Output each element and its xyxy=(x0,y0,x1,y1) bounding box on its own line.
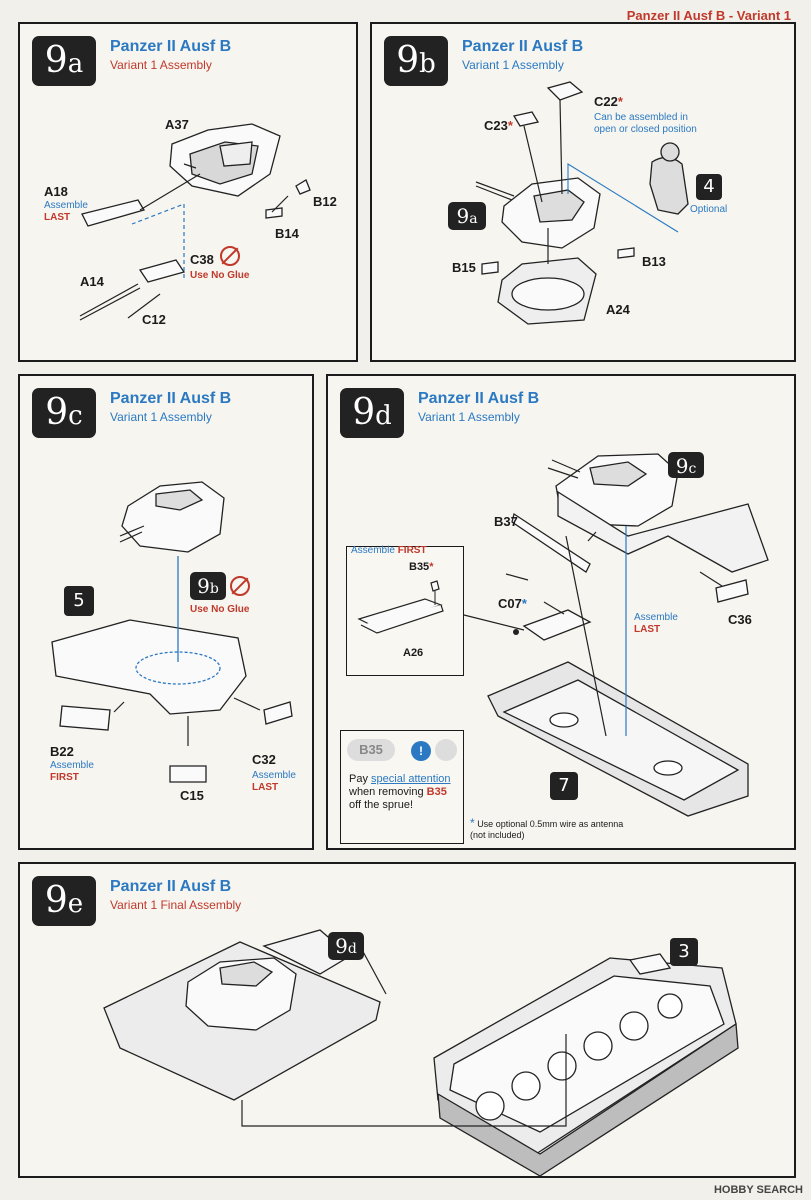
note-assemble: Assemble xyxy=(634,612,678,623)
part-label-a26: A26 xyxy=(403,647,424,659)
part-label-c36: C36 xyxy=(728,612,752,627)
part-label-b35: B35* xyxy=(409,561,434,573)
figure-optional-note: Optional xyxy=(690,204,728,215)
part-label-c12: C12 xyxy=(142,312,166,327)
panel-title: Panzer II Ausf B xyxy=(110,38,232,55)
part-label-b14: B14 xyxy=(275,226,299,241)
note-last: LAST xyxy=(44,212,71,223)
part-label-b13: B13 xyxy=(642,254,666,269)
part-label-b37: B37 xyxy=(494,514,518,529)
page-header: Panzer II Ausf B - Variant 1 xyxy=(626,8,791,23)
part-label-b12: B12 xyxy=(313,194,337,209)
panel-title: Panzer II Ausf B xyxy=(110,878,232,895)
inset-box: Assemble FIRST B35* A26 xyxy=(346,545,464,676)
panel-title: Panzer II Ausf B xyxy=(418,390,540,407)
watermark: HOBBY SEARCH xyxy=(713,1184,803,1196)
panel-subtitle: Variant 1 Assembly xyxy=(110,58,212,72)
part-label-a37: A37 xyxy=(165,117,189,132)
panel-subtitle: Variant 1 Assembly xyxy=(418,410,520,424)
sprue-stub xyxy=(435,739,457,761)
part-label-b15: B15 xyxy=(452,260,476,275)
caution-text: Pay special attention when removing B35 … xyxy=(349,773,451,811)
no-glue-note: Use No Glue xyxy=(190,604,250,615)
part-label-b22: B22 xyxy=(50,744,74,759)
note-last: LAST xyxy=(252,782,279,793)
part-label-a18: A18 xyxy=(44,184,68,199)
no-glue-icon xyxy=(230,576,250,596)
warning-icon: ! xyxy=(411,741,431,761)
turret-drawing-9a xyxy=(79,123,311,321)
panel-title: Panzer II Ausf B xyxy=(462,38,584,55)
figure-badge-4: 4 xyxy=(696,174,722,200)
figure-badge-3: 3 xyxy=(670,938,698,966)
note-first: FIRST xyxy=(50,772,79,783)
final-assembly-drawing xyxy=(103,929,739,1177)
part-label-c23: C23* xyxy=(484,118,513,133)
part-label-c32: C32 xyxy=(252,752,276,767)
panel-subtitle: Variant 1 Assembly xyxy=(110,410,212,424)
figure-badge-5: 5 xyxy=(64,586,94,616)
part-label-c15: C15 xyxy=(180,788,204,803)
caution-sprue-label: B35 xyxy=(347,739,395,761)
figure-badge-7: 7 xyxy=(550,772,578,800)
inset-title: Assemble FIRST xyxy=(351,545,427,556)
panel-subtitle: Variant 1 Final Assembly xyxy=(110,898,242,912)
no-glue-note: Use No Glue xyxy=(190,270,250,281)
caution-box: B35 ! Pay special attention when removin… xyxy=(340,730,464,844)
part-label-c38: C38 xyxy=(190,252,214,267)
part-label-c07: C07* xyxy=(498,596,527,611)
hull-drawing-9d xyxy=(459,453,769,817)
note-assemble: Assemble xyxy=(252,770,296,781)
turret-drawing-9b xyxy=(475,81,689,325)
part-label-c22: C22* xyxy=(594,94,623,109)
c22-note: Can be assembled in open or closed posit… xyxy=(594,112,697,135)
part-label-a14: A14 xyxy=(80,274,104,289)
panel-title: Panzer II Ausf B xyxy=(110,390,232,407)
panel-subtitle: Variant 1 Assembly xyxy=(462,58,564,72)
hull-top-drawing-9c xyxy=(51,481,293,783)
wire-note: * Use optional 0.5mm wire as antenna (no… xyxy=(470,816,624,840)
note-assemble: Assemble xyxy=(44,200,88,211)
note-last: LAST xyxy=(634,624,661,635)
part-label-a24: A24 xyxy=(606,302,630,317)
note-assemble: Assemble xyxy=(50,760,94,771)
no-glue-icon xyxy=(220,246,240,266)
inset-drawing xyxy=(357,580,444,634)
